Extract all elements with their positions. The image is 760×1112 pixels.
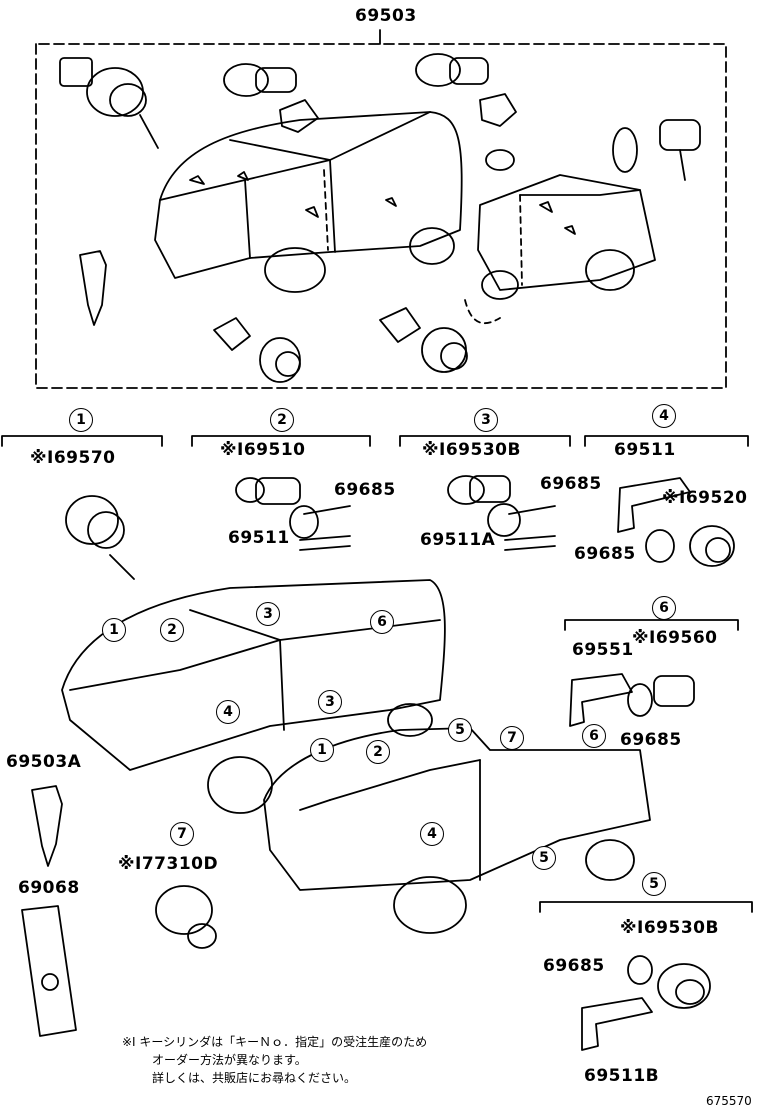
callout-pickup-1: 1 bbox=[310, 738, 334, 762]
key-69503A bbox=[31, 785, 63, 867]
diagram-code: 675570 bbox=[706, 1094, 752, 1108]
part-number-69511A: 69511A bbox=[420, 530, 496, 550]
part-number-69503A: 69503A bbox=[6, 752, 82, 772]
part-number-69560: ※Ⅰ69560 bbox=[632, 628, 718, 648]
callout-van-1: 1 bbox=[102, 618, 126, 642]
group-2-parts bbox=[235, 477, 351, 551]
group-number-3: 3 bbox=[474, 408, 498, 432]
part-number-69570: ※Ⅰ69570 bbox=[30, 448, 116, 468]
part-number-69685: 69685 bbox=[620, 730, 682, 750]
callout-van-4: 4 bbox=[216, 700, 240, 724]
kit-frame bbox=[35, 43, 727, 389]
order-note-line-3: 詳しくは、共販店にお尋ねください。 bbox=[152, 1071, 357, 1085]
callout-pickup-6: 6 bbox=[582, 724, 606, 748]
callout-van-3b: 3 bbox=[318, 690, 342, 714]
group-number-2: 2 bbox=[270, 408, 294, 432]
part-number-69685: 69685 bbox=[574, 544, 636, 564]
pickup-drawing-middle bbox=[263, 727, 651, 934]
part-number-69520: ※Ⅰ69520 bbox=[662, 488, 748, 508]
group-number-1: 1 bbox=[69, 408, 93, 432]
callout-van-2: 2 bbox=[160, 618, 184, 642]
part-number-77310D: ※Ⅰ77310D bbox=[118, 854, 219, 874]
order-note-line-1: ※Ⅰ キーシリンダは「キーＮｏ．指定」の受注生産のため bbox=[122, 1035, 428, 1049]
callout-pickup-7: 7 bbox=[500, 726, 524, 750]
part-number-69530B: ※Ⅰ69530B bbox=[422, 440, 521, 460]
group-5-parts bbox=[581, 955, 711, 1051]
pickup-drawing-top bbox=[464, 174, 656, 324]
callout-pickup-5: 5 bbox=[448, 718, 472, 742]
order-note-line-2: オーダー方法が異なります。 bbox=[152, 1053, 307, 1067]
part-number-69551: 69551 bbox=[572, 640, 634, 660]
group-6-parts bbox=[569, 673, 695, 727]
top-kit-parts bbox=[59, 53, 701, 383]
van-drawing-top bbox=[154, 111, 463, 293]
group-number-5: 5 bbox=[642, 872, 666, 896]
part-number-69530B: ※Ⅰ69530B bbox=[620, 918, 719, 938]
part-number-69510: ※Ⅰ69510 bbox=[220, 440, 306, 460]
group-number-4: 4 bbox=[652, 404, 676, 428]
callout-van-3: 3 bbox=[256, 602, 280, 626]
group-number-6: 6 bbox=[652, 596, 676, 620]
part-number-69685: 69685 bbox=[543, 956, 605, 976]
part-number-69685: 69685 bbox=[334, 480, 396, 500]
group-brackets bbox=[1, 435, 753, 913]
key-case-69068 bbox=[21, 905, 77, 1037]
kit-part-number: 69503 bbox=[355, 6, 417, 26]
callout-pickup-2: 2 bbox=[366, 740, 390, 764]
group-7-part bbox=[155, 885, 217, 949]
part-number-69685: 69685 bbox=[540, 474, 602, 494]
group-3-parts bbox=[447, 475, 556, 551]
callout-van-6: 6 bbox=[370, 610, 394, 634]
part-number-69511B: 69511B bbox=[584, 1066, 660, 1086]
part-number-69511: 69511 bbox=[228, 528, 290, 548]
part-number-69511: 69511 bbox=[614, 440, 676, 460]
callout-pickup-5b: 5 bbox=[532, 846, 556, 870]
group-number-7: 7 bbox=[170, 822, 194, 846]
group-1-cylinder bbox=[65, 495, 135, 580]
part-number-69068: 69068 bbox=[18, 878, 80, 898]
group-4-parts bbox=[617, 477, 735, 567]
callout-pickup-4: 4 bbox=[420, 822, 444, 846]
